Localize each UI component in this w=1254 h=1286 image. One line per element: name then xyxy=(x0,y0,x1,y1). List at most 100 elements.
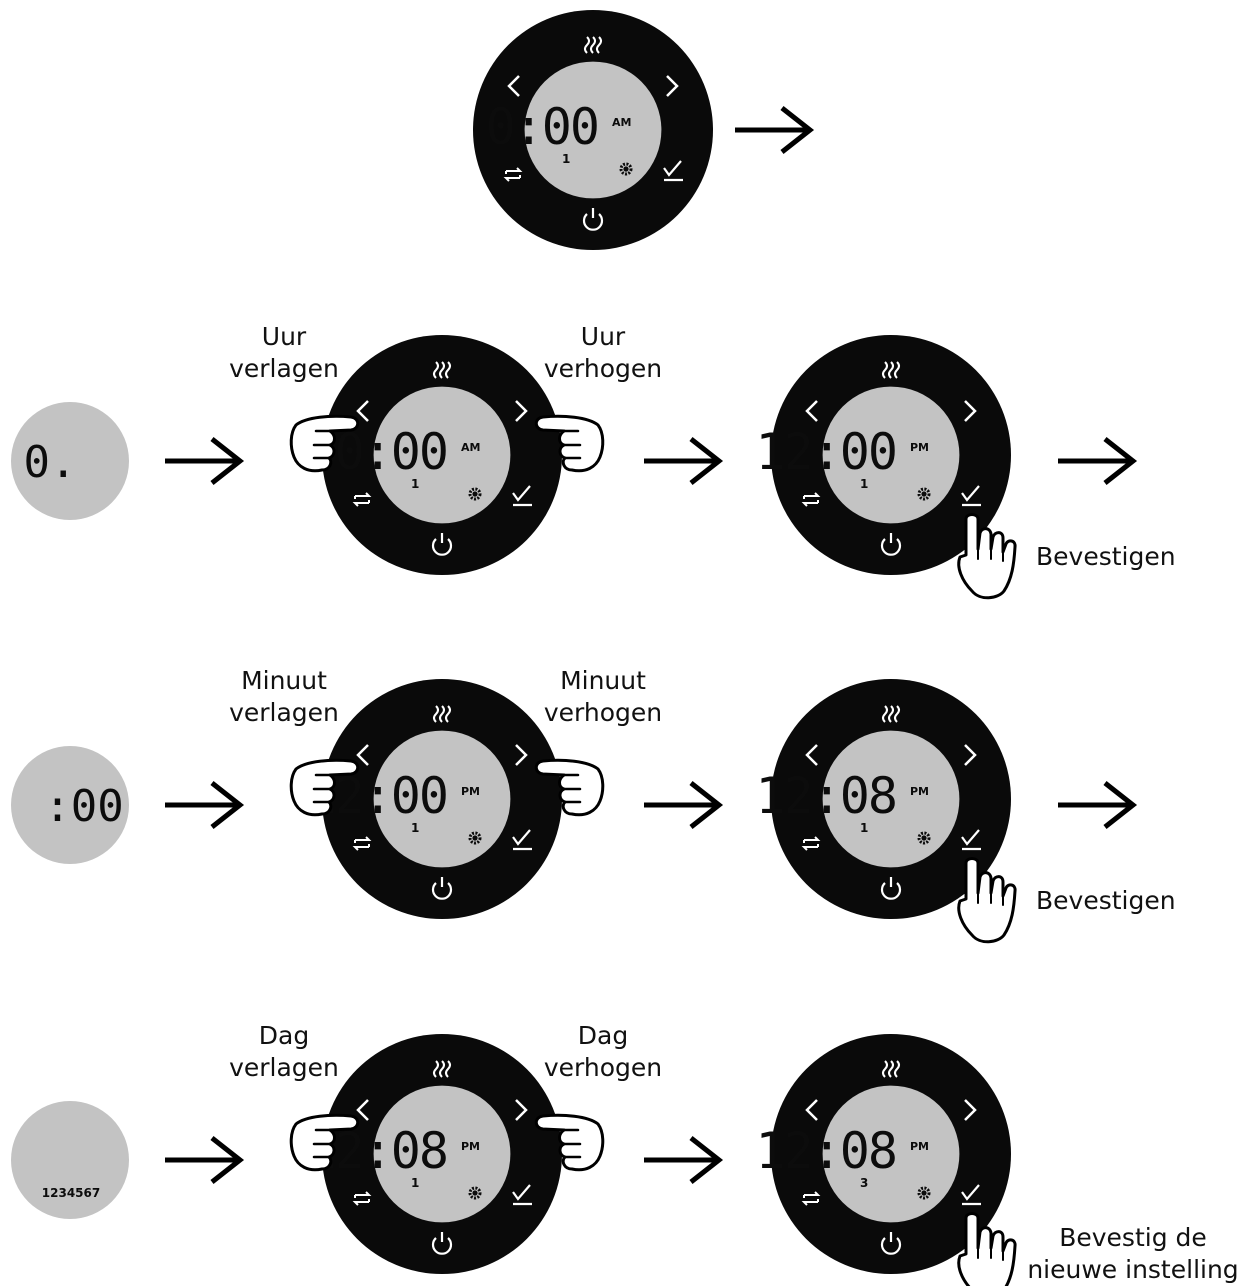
arrow-right-icon xyxy=(644,437,724,485)
arrow-right-icon xyxy=(735,106,815,154)
chevron-left-icon[interactable] xyxy=(356,400,369,422)
gear-icon xyxy=(468,487,482,501)
confirm-label: Bevestigen xyxy=(1036,886,1176,915)
decrease-label-line: Minuut xyxy=(241,666,327,695)
power-icon[interactable] xyxy=(431,533,453,556)
cycle-icon[interactable] xyxy=(352,1191,372,1206)
chevron-right-icon[interactable] xyxy=(964,1099,977,1121)
increase-label-line: verhogen xyxy=(544,354,662,383)
increase-label-line: Uur xyxy=(581,322,626,351)
checkmark-icon[interactable] xyxy=(961,1184,981,1206)
heat-icon[interactable] xyxy=(882,705,900,723)
gear-icon xyxy=(917,831,931,845)
lcd-time: 0:00 xyxy=(335,423,447,481)
increase-label-line: Minuut xyxy=(560,666,646,695)
power-icon[interactable] xyxy=(880,533,902,556)
heat-icon[interactable] xyxy=(882,361,900,379)
chevron-left-icon[interactable] xyxy=(805,400,818,422)
chevron-right-icon[interactable] xyxy=(666,75,679,97)
chevron-right-icon[interactable] xyxy=(964,400,977,422)
power-icon[interactable] xyxy=(880,1232,902,1255)
lcd-am-pm: PM xyxy=(461,785,480,798)
chevron-left-icon[interactable] xyxy=(805,744,818,766)
chevron-right-icon[interactable] xyxy=(515,1099,528,1121)
heat-icon[interactable] xyxy=(433,1060,451,1078)
confirm-label-line: Bevestigen xyxy=(1036,542,1176,571)
chevron-left-icon[interactable] xyxy=(805,1099,818,1121)
checkmark-icon[interactable] xyxy=(663,160,683,182)
detail-value: :00 xyxy=(44,781,123,832)
gear-icon xyxy=(917,487,931,501)
cycle-icon[interactable] xyxy=(801,836,821,851)
power-icon[interactable] xyxy=(431,1232,453,1255)
gear-icon xyxy=(619,162,633,176)
cycle-icon[interactable] xyxy=(352,492,372,507)
gear-icon xyxy=(468,831,482,845)
power-icon[interactable] xyxy=(582,208,604,231)
confirm-label-line: nieuwe instelling xyxy=(1027,1255,1238,1284)
arrow-right-icon xyxy=(644,781,724,829)
heat-icon[interactable] xyxy=(433,361,451,379)
checkmark-icon[interactable] xyxy=(512,485,532,507)
lcd-day: 1 xyxy=(860,477,868,491)
arrow-right-icon xyxy=(165,1136,245,1184)
lcd-day: 1 xyxy=(860,821,868,835)
confirm-label-line: Bevestigen xyxy=(1036,886,1176,915)
checkmark-icon[interactable] xyxy=(512,1184,532,1206)
chevron-left-icon[interactable] xyxy=(507,75,520,97)
heat-icon[interactable] xyxy=(433,705,451,723)
confirm-label: Bevestigen xyxy=(1036,542,1176,571)
cycle-icon[interactable] xyxy=(801,492,821,507)
lcd-am-pm: PM xyxy=(461,1140,480,1153)
lcd-day: 3 xyxy=(860,1176,868,1190)
gear-icon xyxy=(917,1186,931,1200)
decrease-label: Uur verlagen xyxy=(229,322,339,383)
heat-icon[interactable] xyxy=(584,36,602,54)
chevron-left-icon[interactable] xyxy=(356,1099,369,1121)
decrease-label: Minuut verlagen xyxy=(229,666,339,727)
chevron-right-icon[interactable] xyxy=(515,400,528,422)
arrow-right-icon xyxy=(1058,437,1138,485)
lcd-day: 1 xyxy=(411,1176,419,1190)
cycle-icon[interactable] xyxy=(503,167,523,182)
heat-icon[interactable] xyxy=(882,1060,900,1078)
lcd-am-pm: AM xyxy=(612,116,631,129)
lcd-am-pm: PM xyxy=(910,785,929,798)
decrease-label-line: Uur xyxy=(262,322,307,351)
cycle-icon[interactable] xyxy=(352,836,372,851)
increase-label-line: verhogen xyxy=(544,698,662,727)
arrow-right-icon xyxy=(165,437,245,485)
checkmark-icon[interactable] xyxy=(512,829,532,851)
chevron-right-icon[interactable] xyxy=(515,744,528,766)
decrease-label-line: Dag xyxy=(259,1021,309,1050)
lcd-am-pm: AM xyxy=(461,441,480,454)
decrease-label-line: verlagen xyxy=(229,354,339,383)
checkmark-icon[interactable] xyxy=(961,829,981,851)
detail-value: 1234567 xyxy=(42,1186,100,1200)
decrease-label-line: verlagen xyxy=(229,1053,339,1082)
checkmark-icon[interactable] xyxy=(961,485,981,507)
gear-icon xyxy=(468,1186,482,1200)
lcd-day: 1 xyxy=(411,477,419,491)
device-adjust: 0:00 AM 1 xyxy=(322,335,562,575)
detail-zoom-circle: 1234567 xyxy=(11,1101,129,1219)
decrease-label-line: verlagen xyxy=(229,698,339,727)
lcd-time: 12:08 xyxy=(755,1122,896,1180)
lcd-am-pm: PM xyxy=(910,441,929,454)
cycle-icon[interactable] xyxy=(801,1191,821,1206)
chevron-right-icon[interactable] xyxy=(964,744,977,766)
increase-label: Minuut verhogen xyxy=(544,666,662,727)
chevron-left-icon[interactable] xyxy=(356,744,369,766)
lcd-day: 1 xyxy=(411,821,419,835)
detail-zoom-circle: :00 xyxy=(11,746,129,864)
lcd-am-pm: PM xyxy=(910,1140,929,1153)
power-icon[interactable] xyxy=(431,877,453,900)
power-icon[interactable] xyxy=(880,877,902,900)
